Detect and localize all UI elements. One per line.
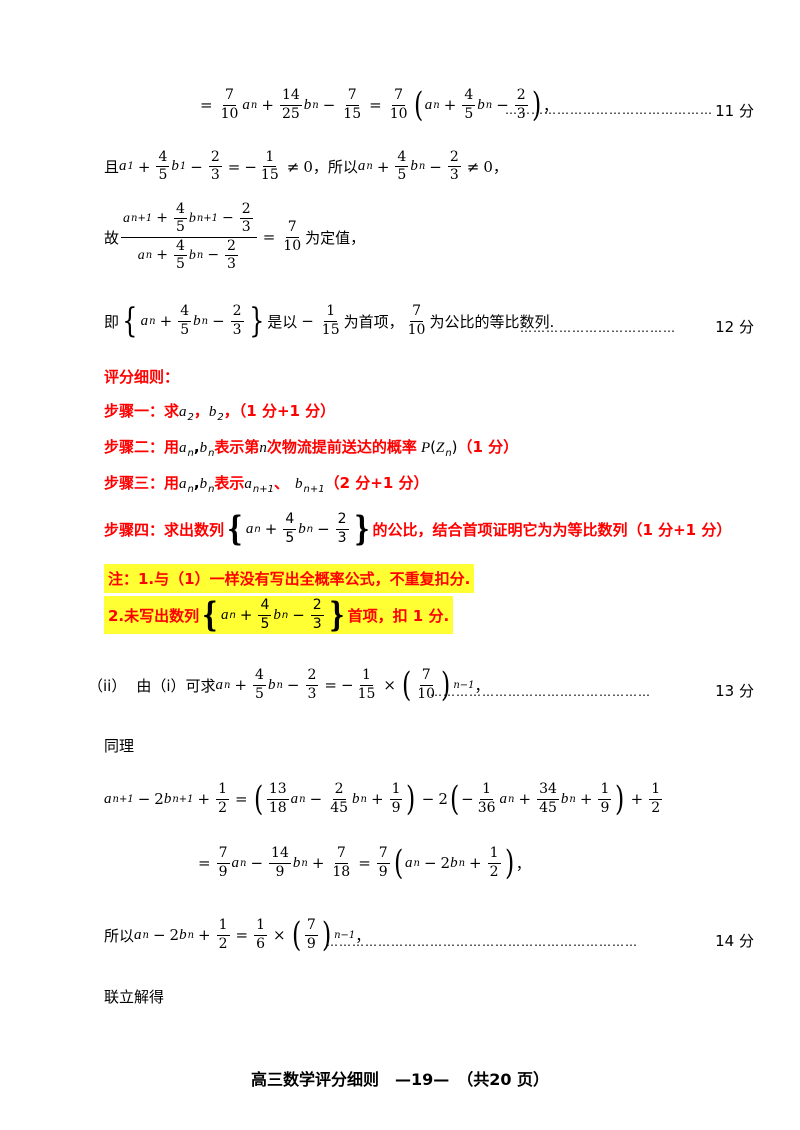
- tongli-text: 同理: [104, 737, 135, 755]
- score-11: 11 分: [715, 102, 754, 120]
- rubric-step-1: 步骤一：求a2，b2，（1 分+1 分）: [104, 402, 336, 423]
- leader-dots: ………………………………: [520, 321, 676, 335]
- score-13: 13 分: [715, 682, 754, 700]
- rubric-step-3: 步骤三：用an,bn表示an+1、bn+1（2 分+1 分）: [104, 474, 429, 495]
- leader-dots: ……………………………………………: [430, 685, 651, 699]
- score-14: 14 分: [715, 932, 754, 950]
- rubric-note-1: 注：1.与（1）一样没有写出全概率公式，不重复扣分.: [104, 564, 475, 593]
- lianli-text: 联立解得: [104, 988, 165, 1006]
- rubric-title: 评分细则：: [104, 368, 180, 386]
- leader-dots: ………………………………………………………………: [326, 935, 638, 949]
- leader-dots: …………………………………………: [505, 103, 713, 117]
- page-footer: 高三数学评分细则 —19— （共20 页）: [250, 1070, 550, 1089]
- score-12: 12 分: [715, 318, 754, 336]
